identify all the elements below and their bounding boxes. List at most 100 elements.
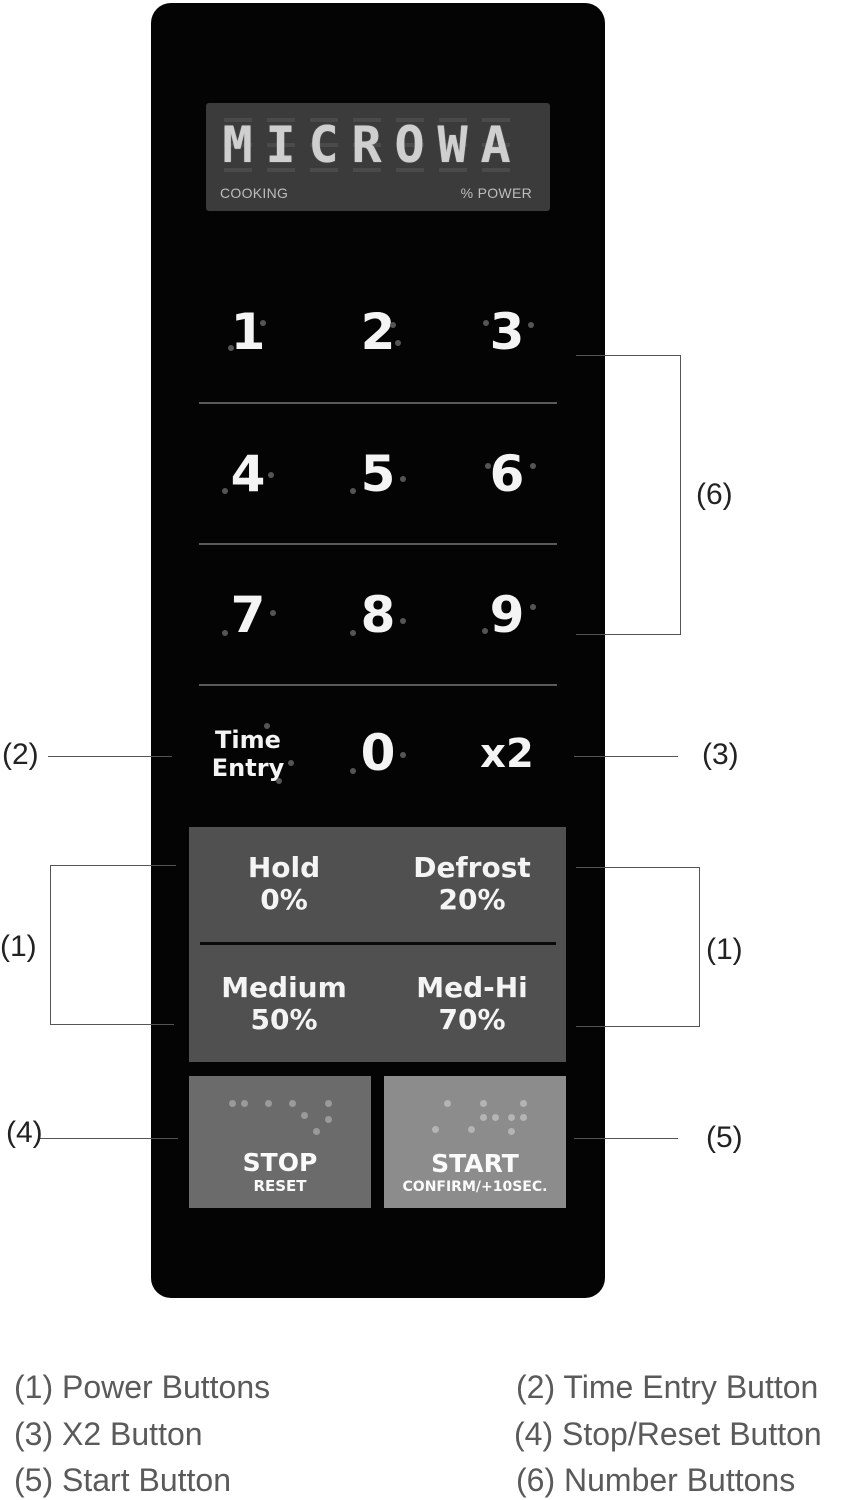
legend-start: (5) Start Button [14,1462,231,1498]
defrost-button[interactable]: Defrost 20% [378,852,566,962]
callout-line [576,1026,700,1027]
callout-1-right: (1) [706,933,743,966]
key-1[interactable]: 1 [230,303,266,361]
hold-percent: 0% [260,883,308,916]
braille-dot [241,1100,248,1107]
braille-dot [432,1126,439,1133]
display-char: R [349,115,384,175]
braille-dot [288,760,294,766]
hold-button[interactable]: Hold 0% [190,852,378,962]
defrost-percent: 20% [438,883,506,916]
start-button[interactable]: START CONFIRM/+10SEC. [384,1076,566,1208]
key-5[interactable]: 5 [360,445,396,503]
braille-dot [350,768,356,774]
medium-label: Medium [221,971,347,1004]
braille-dot [482,628,488,634]
braille-dot [480,1114,487,1121]
keypad-divider [199,402,557,404]
braille-dot [301,1112,308,1119]
braille-dot [260,320,266,326]
key-0[interactable]: 0 [360,724,396,782]
display-char: O [392,115,427,175]
key-3[interactable]: 3 [489,303,525,361]
legend-time-entry: (2) Time Entry Button [516,1369,819,1405]
keypad-divider [199,543,557,545]
key-2[interactable]: 2 [360,303,396,361]
callout-line [48,756,172,757]
legend-stop-reset: (4) Stop/Reset Button [514,1416,822,1452]
callout-line [574,1138,678,1139]
braille-dot [289,1100,296,1107]
callout-line [576,355,681,356]
legend-x2: (3) X2 Button [14,1416,203,1452]
stop-reset-button[interactable]: STOP RESET [189,1076,371,1208]
med-hi-button[interactable]: Med-Hi 70% [378,972,566,1082]
medium-percent: 50% [250,1003,318,1036]
power-indicator: % POWER [460,185,532,201]
key-6[interactable]: 6 [489,445,525,503]
time-entry-label-line2: Entry [211,754,285,782]
braille-dot [483,320,489,326]
braille-dot [520,1100,527,1107]
defrost-label: Defrost [413,851,531,884]
braille-dot [395,340,401,346]
callout-line [50,865,176,866]
display-char: W [435,115,470,175]
hold-label: Hold [247,851,321,884]
display-segments: M I C R O W A [220,115,513,175]
braille-dot [528,322,534,328]
x2-button[interactable]: x2 [480,731,534,777]
callout-line [576,867,700,868]
reset-label: RESET [253,1177,307,1195]
callout-line [576,634,681,635]
callout-2: (2) [2,738,39,771]
callout-line [50,865,51,1024]
callout-4: (4) [6,1116,43,1149]
braille-dot [268,472,274,478]
braille-dot [485,463,491,469]
braille-dot [222,630,228,636]
cooking-indicator: COOKING [220,185,289,201]
callout-3: (3) [702,738,739,771]
braille-dot [508,1114,515,1121]
callout-line [699,867,700,1027]
lcd-display: M I C R O W A COOKING % POWER [206,103,550,211]
key-4[interactable]: 4 [230,445,266,503]
braille-dot [468,1126,475,1133]
med-hi-label: Med-Hi [416,971,528,1004]
display-char: A [478,115,513,175]
key-7[interactable]: 7 [230,586,266,644]
braille-dot [480,1100,487,1107]
braille-dot [508,1128,515,1135]
callout-line [680,355,681,635]
braille-dot [400,476,406,482]
braille-dot [222,488,228,494]
key-8[interactable]: 8 [360,586,396,644]
stop-label: STOP [242,1148,318,1177]
time-entry-label-line1: Time [215,726,281,754]
braille-dot [265,1100,272,1107]
power-divider [200,942,556,945]
key-9[interactable]: 9 [489,586,525,644]
legend-number-buttons: (6) Number Buttons [516,1462,796,1498]
callout-5: (5) [706,1121,743,1154]
callout-1-left: (1) [0,930,37,963]
time-entry-button[interactable]: Time Entry [198,726,298,790]
braille-dot [400,618,406,624]
display-char: M [220,115,255,175]
braille-dot [229,1100,236,1107]
braille-dot [390,322,396,328]
start-label: START [431,1149,519,1178]
braille-dot [350,630,356,636]
braille-dot [313,1128,320,1135]
keypad-divider [199,684,557,686]
braille-dot [530,604,536,610]
callout-6: (6) [696,478,733,511]
display-char: C [306,115,341,175]
medium-button[interactable]: Medium 50% [190,972,378,1082]
braille-dot [492,1114,499,1121]
braille-dot [350,488,356,494]
braille-dot [400,752,406,758]
braille-dot [325,1100,332,1107]
braille-dot [325,1116,332,1123]
